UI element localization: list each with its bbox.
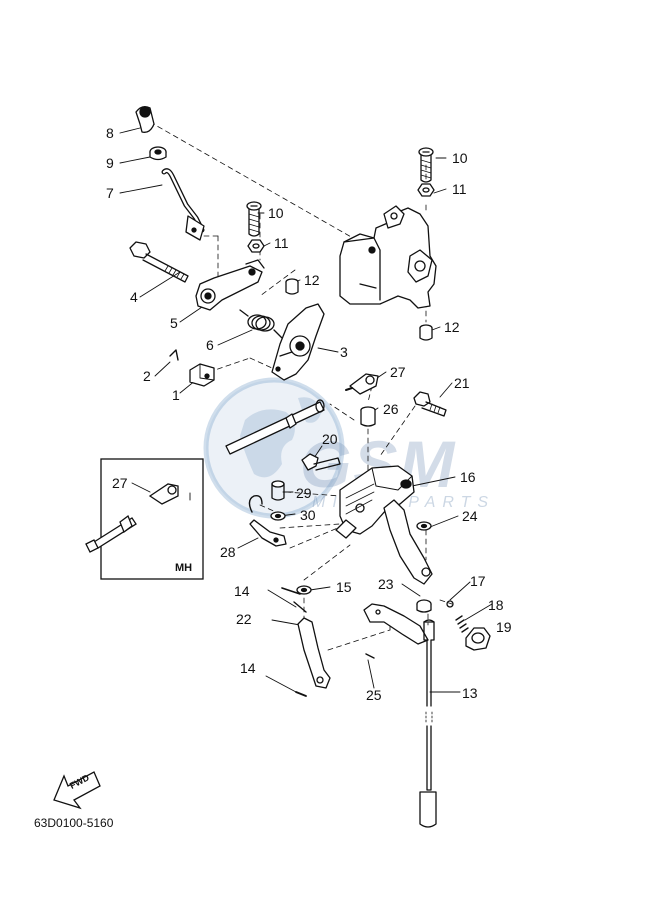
part-3-cam-plate: [271, 303, 325, 381]
part-16-arm: [383, 499, 433, 585]
callout-3: 3: [340, 344, 348, 360]
callout-11-upper: 11: [452, 181, 467, 197]
part-23-washer: [416, 599, 432, 613]
callout-22: 22: [236, 611, 252, 627]
part-11-nut-lower: [247, 239, 265, 253]
part-26-spacer: [360, 406, 376, 427]
callout-17: 17: [470, 573, 486, 589]
part-12-bushing-upper: [285, 278, 299, 295]
part-21-bolt: [413, 391, 447, 417]
part-13-rod: [419, 619, 437, 828]
callout-10-upper: 10: [452, 150, 468, 166]
part-5-lever: [195, 259, 265, 311]
part-30-washer: [270, 511, 286, 521]
callout-7: 7: [106, 185, 114, 201]
part-4-bolt: [129, 241, 189, 283]
callout-15: 15: [336, 579, 352, 595]
part-22-lever: [297, 617, 331, 689]
callout-27: 27: [390, 364, 406, 380]
leader-lines: [119, 127, 493, 693]
callout-12-upper: 12: [304, 272, 320, 288]
callout-29: 29: [296, 485, 312, 501]
callout-21: 21: [454, 375, 470, 391]
callout-20: 20: [322, 431, 338, 447]
inset-mh-box: [85, 458, 204, 580]
part-18-spring: [455, 615, 469, 633]
fwd-arrow: [53, 771, 101, 810]
callout-1: 1: [172, 387, 180, 403]
part-12-bushing-lower: [419, 324, 433, 341]
callout-18: 18: [488, 597, 504, 613]
callout-4: 4: [130, 289, 138, 305]
part-2-pin: [169, 349, 179, 361]
callout-10-lower: 10: [268, 205, 284, 221]
part-6-spring: [239, 309, 283, 339]
callout-27-inset: 27: [112, 475, 128, 491]
callout-11-lower: 11: [274, 235, 289, 251]
part-24-washer: [416, 521, 432, 531]
inset-mh-label: MH: [175, 562, 193, 574]
part-10-screw-lower: [246, 201, 262, 237]
callout-19: 19: [496, 619, 512, 635]
callout-30: 30: [300, 507, 316, 523]
callout-8: 8: [106, 125, 114, 141]
part-14-pin-upper: [281, 587, 307, 613]
callout-12-lower: 12: [444, 319, 460, 335]
callout-5: 5: [170, 315, 178, 331]
callout-16: 16: [460, 469, 476, 485]
callout-9: 9: [106, 155, 114, 171]
part-8-clip: [135, 106, 155, 133]
part-1-bracket: [189, 363, 215, 387]
part-9-nut: [149, 146, 167, 161]
callout-2: 2: [143, 368, 151, 384]
throttle-shaft: [225, 399, 325, 455]
part-19-knob: [465, 627, 491, 651]
part-29-screw: [271, 480, 285, 501]
part-17-ball: [446, 600, 454, 608]
callout-24: 24: [462, 508, 478, 524]
part-11-nut-upper: [417, 183, 435, 197]
callout-14-lower: 14: [240, 660, 256, 676]
part-20-screw: [301, 453, 341, 471]
callout-13: 13: [462, 685, 478, 701]
callout-14-upper: 14: [234, 583, 250, 599]
callout-6: 6: [206, 337, 214, 353]
part-10-screw-upper: [418, 147, 434, 183]
callout-25: 25: [366, 687, 382, 703]
assembly-lines: [149, 121, 453, 651]
part-7-link-rod: [161, 168, 205, 241]
callout-23: 23: [378, 576, 394, 592]
part-25-bracket: [363, 603, 429, 659]
part-14-pin-lower: [295, 691, 307, 697]
part-15-washer: [296, 585, 312, 595]
part-28-clip: [248, 494, 287, 547]
carburetor-body: [339, 205, 437, 309]
part-code: 63D0100-5160: [34, 816, 114, 830]
callout-26: 26: [383, 401, 399, 417]
callout-28: 28: [220, 544, 236, 560]
part-27-ball-joint: [345, 373, 379, 395]
